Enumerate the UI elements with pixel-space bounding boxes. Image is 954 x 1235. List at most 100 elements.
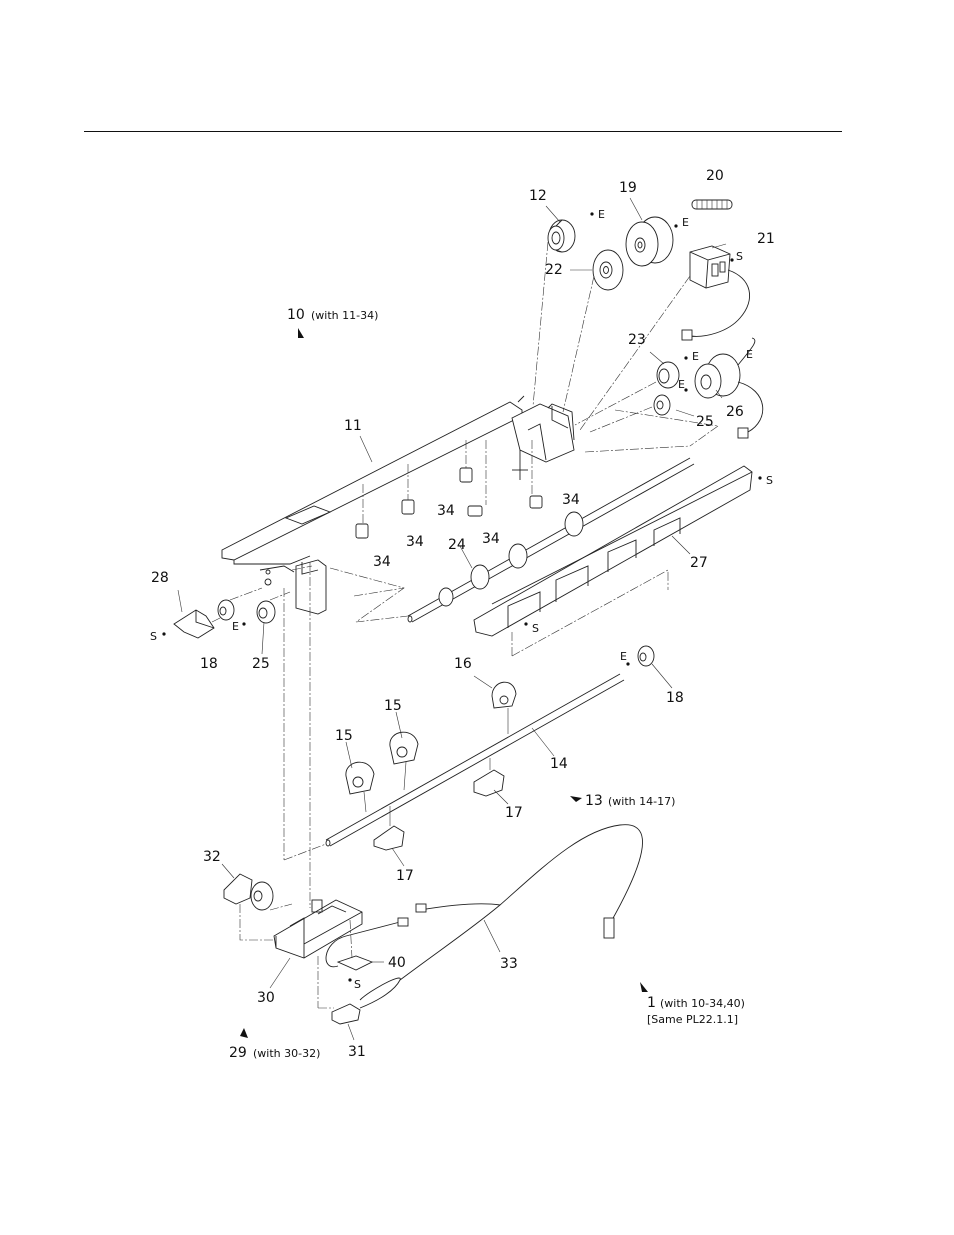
svg-text:S: S	[354, 978, 361, 991]
gear-23-drawing	[656, 361, 680, 389]
frame-11-drawing	[221, 395, 575, 615]
callout-28: 28	[151, 570, 169, 586]
callout-22: 22	[545, 262, 563, 278]
callout-31: 31	[348, 1044, 366, 1060]
lever-32-drawing	[223, 873, 274, 911]
gear-22-drawing	[592, 249, 624, 291]
svg-text:[Same PL22.1.1]: [Same PL22.1.1]	[647, 1013, 738, 1026]
housing-30-drawing	[273, 899, 363, 959]
clip-34-c-drawing	[459, 440, 473, 483]
callout-14: 14	[550, 756, 568, 772]
header-rule	[84, 131, 842, 132]
e-tag-26: E	[746, 348, 753, 361]
svg-text:E: E	[620, 650, 627, 663]
s-tag-21: S	[730, 250, 743, 263]
e-tag-18-right: E	[620, 650, 630, 666]
svg-text:S: S	[532, 622, 539, 635]
clutch-26-drawing	[694, 337, 764, 439]
bearing-25-left-drawing	[256, 600, 276, 624]
svg-text:(with 11-34): (with 11-34)	[311, 309, 378, 322]
assembly-1-label: 1 (with 10-34,40) [Same PL22.1.1]	[647, 995, 745, 1026]
bearing-18-left-drawing	[217, 599, 235, 621]
callout-25-left: 25	[252, 656, 270, 672]
s-tag-28: S	[150, 630, 166, 643]
callout-34-right: 34	[562, 492, 580, 508]
svg-text:E: E	[598, 208, 605, 221]
callout-16: 16	[454, 656, 472, 672]
svg-text:13: 13	[585, 793, 603, 809]
callout-12: 12	[529, 188, 547, 204]
svg-text:E: E	[232, 620, 239, 633]
sensor-40-drawing	[325, 917, 409, 971]
svg-text:29: 29	[229, 1045, 247, 1061]
harness-33-drawing	[359, 824, 643, 1009]
svg-text:(with 14-17): (with 14-17)	[608, 795, 675, 808]
svg-text:S: S	[150, 630, 157, 643]
svg-text:E: E	[746, 348, 753, 361]
svg-text:E: E	[692, 350, 699, 363]
callout-40: 40	[388, 955, 406, 971]
callout-23: 23	[628, 332, 646, 348]
roller-15-lower-drawing	[345, 761, 375, 813]
shaft-14-drawing	[325, 673, 625, 847]
callout-27: 27	[690, 555, 708, 571]
callout-20: 20	[706, 168, 724, 184]
clip-34-d-drawing	[467, 440, 487, 517]
holder-17-right-drawing	[473, 758, 505, 797]
callout-33: 33	[500, 956, 518, 972]
s-tag-27: S	[758, 474, 773, 487]
e-tag-19: E	[674, 216, 689, 229]
s-tag-guide: S	[524, 622, 539, 635]
gear-19-drawing	[625, 216, 674, 267]
bearing-25-top-drawing	[653, 394, 671, 416]
holder-28-drawing	[173, 609, 215, 639]
callout-30: 30	[257, 990, 275, 1006]
callout-15-lower: 15	[335, 728, 353, 744]
solenoid-21-drawing	[681, 245, 750, 341]
callout-24: 24	[448, 537, 466, 553]
arrow-13	[570, 796, 582, 802]
roller-16-drawing	[491, 681, 517, 734]
svg-text:(with 30-32): (with 30-32)	[253, 1047, 320, 1060]
callout-15-upper: 15	[384, 698, 402, 714]
svg-text:E: E	[678, 378, 685, 391]
svg-text:10: 10	[287, 307, 305, 323]
roller-15-upper-drawing	[389, 731, 419, 791]
callout-34-center: 34	[437, 503, 455, 519]
callout-19: 19	[619, 180, 637, 196]
s-tag-40: S	[348, 978, 361, 991]
arrow-1	[640, 982, 648, 992]
callout-34-mid: 34	[406, 534, 424, 550]
e-tag-23: E	[684, 350, 699, 363]
guide-27-drawing	[473, 465, 753, 637]
callout-34-left: 34	[373, 554, 391, 570]
callout-17-right: 17	[505, 805, 523, 821]
assembly-10-label: 10 (with 11-34)	[287, 307, 378, 323]
callout-34-lower: 34	[482, 531, 500, 547]
svg-text:E: E	[682, 216, 689, 229]
assembly-29-label: 29 (with 30-32)	[229, 1045, 320, 1061]
callout-18-right: 18	[666, 690, 684, 706]
arrow-10	[298, 328, 304, 338]
svg-text:S: S	[766, 474, 773, 487]
arrow-29	[240, 1028, 248, 1038]
svg-text:(with 10-34,40): (with 10-34,40)	[660, 997, 745, 1010]
clip-34-e-drawing	[529, 440, 543, 509]
e-tag-25: E	[678, 378, 688, 392]
callout-25-top: 25	[696, 414, 714, 430]
clip-34-b-drawing	[401, 464, 415, 515]
callout-32: 32	[203, 849, 221, 865]
callout-17-left: 17	[396, 868, 414, 884]
gear-12-drawing	[547, 219, 576, 253]
clip-34-a-drawing	[355, 484, 369, 539]
callout-18-left: 18	[200, 656, 218, 672]
holder-17-left-drawing	[373, 806, 405, 851]
spring-20-drawing	[691, 199, 733, 210]
callout-21: 21	[757, 231, 775, 247]
e-tag-25-left: E	[232, 620, 246, 633]
connector-31-drawing	[317, 956, 361, 1025]
svg-text:1: 1	[647, 995, 656, 1011]
bearing-18-right-drawing	[637, 645, 655, 667]
